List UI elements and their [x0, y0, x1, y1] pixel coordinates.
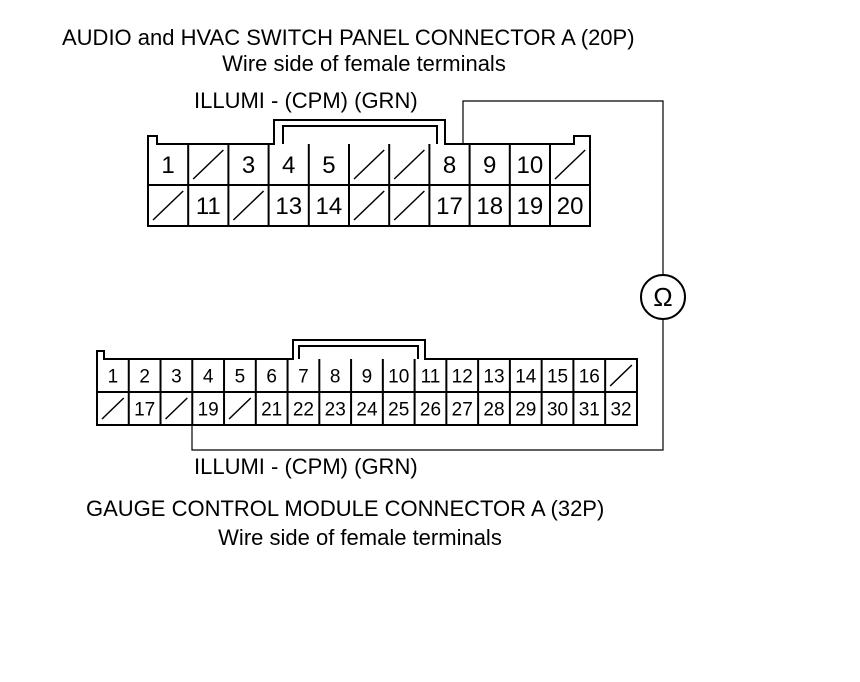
connector_b-empty-cavity-mark	[164, 397, 188, 420]
test-lead-b19	[191, 319, 664, 451]
connector-a	[147, 119, 591, 227]
connector-a-housing	[147, 119, 591, 227]
connector_b-empty-cavity-mark	[609, 364, 633, 387]
ohmmeter-symbol: Ω	[653, 282, 672, 312]
connector_b-terminal-number: 30	[547, 399, 568, 420]
connector-b-housing	[96, 339, 638, 426]
connector_a-empty-cavity-mark	[232, 190, 265, 221]
connector_b-terminal-number: 25	[388, 399, 409, 420]
connector_a-empty-cavity-mark	[353, 190, 385, 221]
connector_b-terminal-number: 26	[420, 399, 441, 420]
connector_b-terminal-number: 1	[108, 366, 119, 387]
connector-a-lock-tab	[282, 125, 438, 144]
connector_b-terminal-number: 19	[198, 399, 219, 420]
connector-b-subtitle: Wire side of female terminals	[218, 525, 502, 550]
connector_b-terminal-number: 4	[203, 366, 214, 387]
test-leads	[191, 100, 664, 451]
connector_b-terminal-number: 13	[483, 366, 504, 387]
connector_b-terminal-number: 24	[356, 399, 378, 420]
connector_b-terminal-number: 17	[134, 399, 155, 420]
connector_b-terminal-number: 23	[325, 399, 346, 420]
connector-a-subtitle: Wire side of female terminals	[222, 51, 506, 76]
connector_b-terminal-number: 14	[515, 366, 537, 387]
test-lead-a8	[462, 100, 664, 275]
connector_b-terminal-number: 15	[547, 366, 568, 387]
connector_b-terminal-number: 12	[452, 366, 473, 387]
connector_b-terminal-number: 3	[171, 366, 182, 387]
connector_a-terminal-number: 11	[196, 193, 221, 220]
connector_a-terminal-number: 4	[282, 152, 295, 179]
connector-b-lock-tab	[298, 345, 419, 359]
connector_b-terminal-number: 8	[330, 366, 341, 387]
connector_a-terminal-number: 20	[557, 193, 584, 220]
connector-a-wire-label: ILLUMI - (CPM) (GRN)	[194, 88, 418, 113]
connector_a-terminal-number: 9	[483, 152, 496, 179]
connector_b-terminal-number: 10	[388, 366, 409, 387]
connector_a-terminal-number: 3	[242, 152, 255, 179]
connector_b-terminal-number: 2	[139, 366, 150, 387]
connector_a-empty-cavity-mark	[353, 149, 385, 180]
connector_b-terminal-number: 11	[421, 366, 441, 387]
connector_b-terminal-number: 5	[235, 366, 246, 387]
connector_b-terminal-number: 21	[261, 399, 282, 420]
connector_b-terminal-number: 16	[579, 366, 600, 387]
connector_a-terminal-number: 10	[517, 152, 544, 179]
connector_a-terminal-number: 5	[322, 152, 335, 179]
connector-b-title: GAUGE CONTROL MODULE CONNECTOR A (32P)	[86, 496, 605, 521]
connector-b	[96, 339, 638, 426]
connector_a-terminal-number: 14	[316, 193, 343, 220]
ohmmeter-circle	[640, 274, 686, 320]
connector_b-empty-cavity-mark	[101, 397, 125, 420]
connector_a-empty-cavity-mark	[152, 190, 184, 221]
connector_a-terminal-number: 1	[161, 152, 174, 179]
connector-b-wire-label: ILLUMI - (CPM) (GRN)	[194, 454, 418, 479]
connector_b-terminal-number: 6	[266, 366, 277, 387]
connector_a-terminal-number: 17	[436, 193, 463, 220]
connector_a-empty-cavity-mark	[554, 149, 586, 180]
connector_b-terminal-number: 32	[610, 399, 631, 420]
connector_b-terminal-number: 9	[362, 366, 373, 387]
ohmmeter: Ω	[640, 274, 686, 320]
connector_b-terminal-number: 31	[579, 399, 600, 420]
connector_b-terminal-number: 29	[515, 399, 536, 420]
connector_b-terminal-number: 22	[293, 399, 314, 420]
connector_a-terminal-number: 18	[476, 193, 503, 220]
connector_a-terminal-number: 13	[275, 193, 302, 220]
connector_b-terminal-number: 28	[483, 399, 504, 420]
connector_a-terminal-number: 19	[517, 193, 544, 220]
connector_b-terminal-number: 27	[452, 399, 473, 420]
connector_b-terminal-number: 7	[298, 366, 309, 387]
connector_a-empty-cavity-mark	[192, 149, 224, 180]
connector_a-empty-cavity-mark	[393, 190, 425, 221]
connector_a-terminal-number: 8	[443, 152, 456, 179]
connector_a-empty-cavity-mark	[393, 149, 425, 180]
connector-a-title: AUDIO and HVAC SWITCH PANEL CONNECTOR A …	[62, 25, 635, 50]
connector_b-empty-cavity-mark	[228, 397, 252, 420]
